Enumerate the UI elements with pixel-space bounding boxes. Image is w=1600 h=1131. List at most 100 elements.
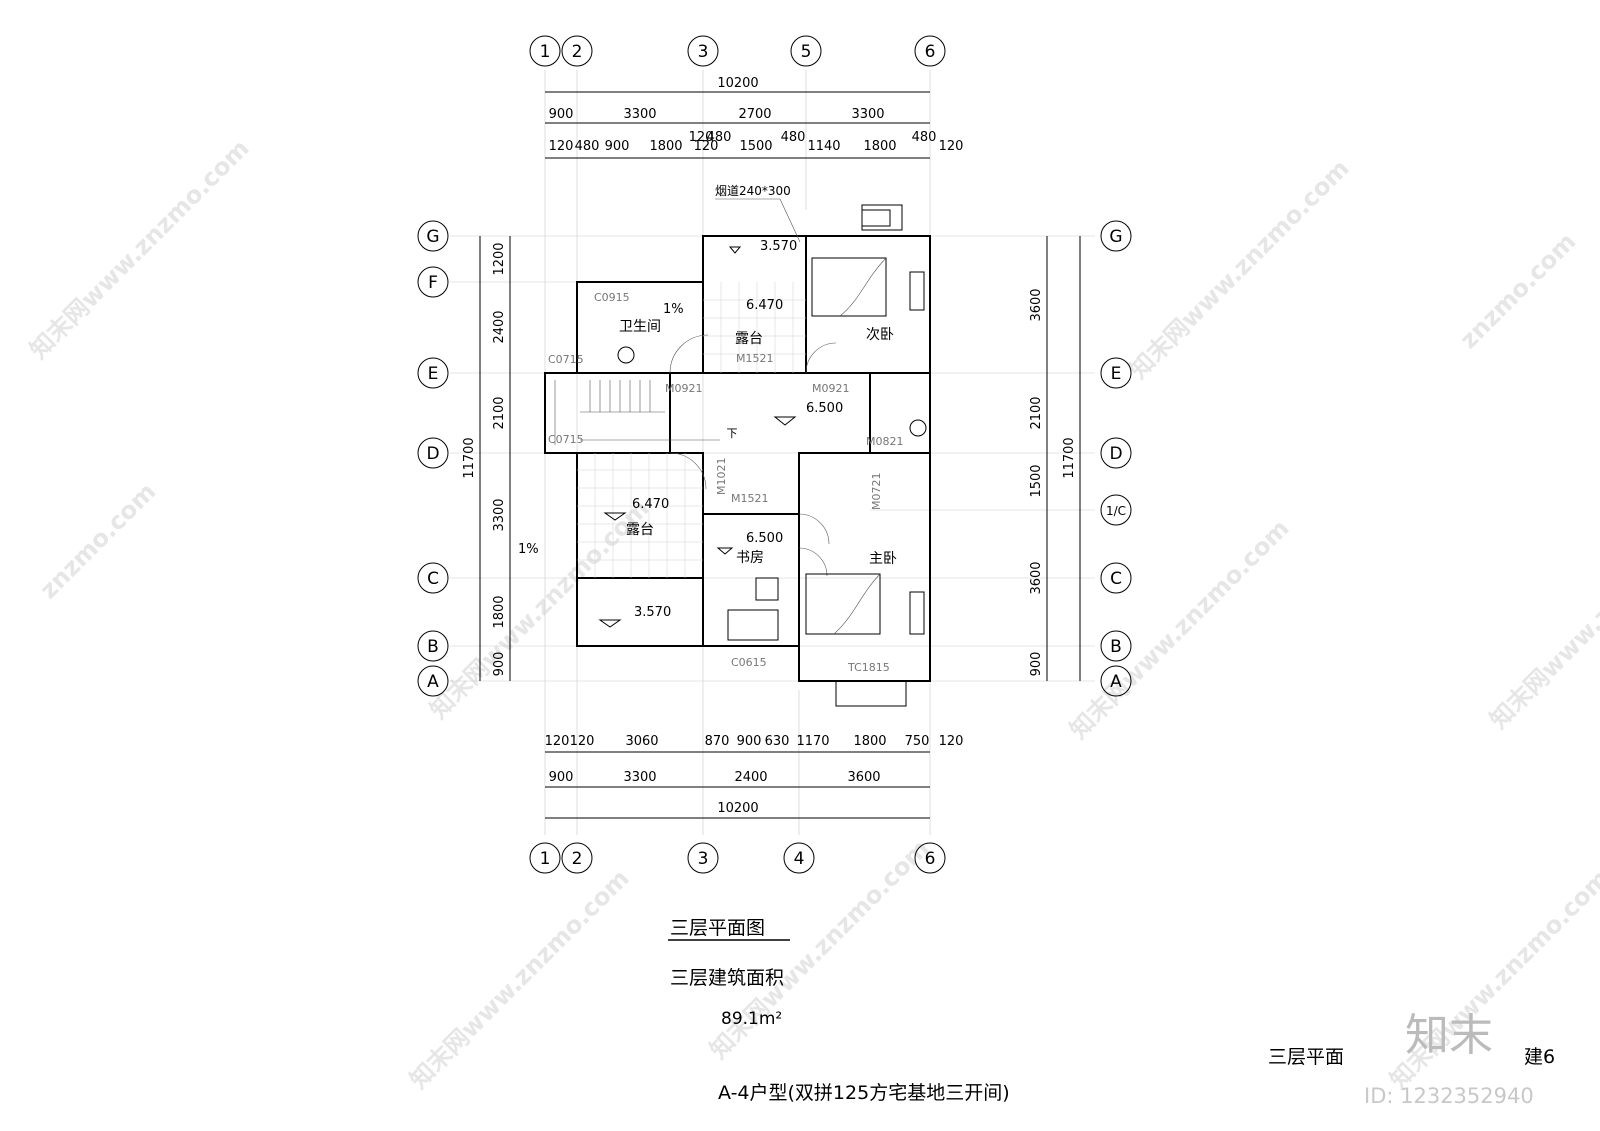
room-label-terrace: 露台 [626,522,654,538]
dim-text: 120 [939,139,964,154]
dim-text: 11700 [462,437,477,478]
dim-text: 900 [605,139,630,154]
study-chair [755,577,779,601]
door-code: M0921 [812,382,850,395]
bed-master [805,573,881,635]
dim-text: 120 [549,139,574,154]
axis-label-right: A [1110,672,1122,692]
dim-text: 1500 [1029,464,1044,497]
diag-watermark: 知末网www.znzmo.com [704,834,934,1064]
dim-text: 120 [689,130,714,145]
level-mark: 3.570 [634,605,671,620]
axis-label-right: E [1111,364,1122,384]
building-walls [544,204,931,707]
dim-text: 3600 [1029,288,1044,321]
area-label: 三层建筑面积 [670,967,784,989]
level-mark: 6.500 [806,401,843,416]
drawing-titles: 三层平面图 三层建筑面积 89.1m² 三层平面 建6 A-4户型(双拼125方… [668,917,1555,1104]
slope-mark: 1% [518,542,539,557]
room-label-second-bedroom: 次卧 [866,327,894,343]
level-mark: 6.470 [632,497,669,512]
dim-text: 900 [492,652,507,677]
axis-label-bottom: 4 [794,849,805,869]
axis-label-top: 1 [540,42,551,62]
wash-basin [617,346,635,364]
dim-text: 1140 [807,139,840,154]
dim-text: 900 [737,734,762,749]
dim-text: 1800 [492,595,507,628]
dim-text: 1200 [492,242,507,275]
axis-label-left: C [427,569,439,589]
dim-text: 480 [912,130,937,145]
axis-label-bottom: 1 [540,849,551,869]
door-code: M1021 [715,458,728,496]
axis-bubbles: 1 2 3 5 6 1 2 3 4 6 G F E D C B A G E D … [417,35,1132,874]
dim-text: 2400 [734,770,767,785]
dim-text: 900 [1029,652,1044,677]
dim-text: 750 [905,734,930,749]
window-code: C0715 [548,353,584,366]
brand-watermark: 知末 ID: 1232352940 [1364,1010,1534,1108]
room-labels: 卫生间 露台 次卧 主卧 露台 书房 下 [619,319,897,567]
axis-label-left: G [426,227,439,247]
axis-label-top: 5 [801,42,812,62]
diag-watermark: 知末网www.znzmo.com [1484,504,1600,734]
axis-label-left: D [426,444,439,464]
window-code: C0715 [548,433,584,446]
window-code: TC1815 [847,661,890,674]
dim-text: 11700 [1062,437,1077,478]
dim-text: 1500 [739,139,772,154]
window-code: C0915 [594,291,630,304]
dim-text: 2700 [738,107,771,122]
axis-label-bottom: 3 [698,849,709,869]
door-code: M0821 [866,435,904,448]
dim-text: 3300 [851,107,884,122]
dim-text: 1800 [863,139,896,154]
dim-text: 10200 [717,801,758,816]
axis-label-bottom: 2 [572,849,583,869]
dim-text: 870 [705,734,730,749]
diag-watermark: znzmo.com [1454,227,1581,354]
dim-text: 120 [570,734,595,749]
door-code: M1521 [731,492,769,505]
dim-text: 3300 [492,498,507,531]
window-code: C0615 [731,656,767,669]
dim-text: 10200 [717,76,758,91]
wardrobe-master [909,591,925,635]
opening-codes: 烟道240*300 M1521 M0921 M0921 M0821 M1021 … [548,184,904,674]
axis-label-left: B [427,637,439,657]
study-desk [727,609,779,641]
dim-text: 1800 [853,734,886,749]
door-code: M0921 [665,382,703,395]
room-label-study: 书房 [736,550,764,566]
dim-text: 2100 [1029,396,1044,429]
slope-mark: 1% [663,302,684,317]
dim-text: 120 [694,139,719,154]
axis-label-right: B [1110,637,1122,657]
dim-text: 1800 [649,139,682,154]
dimension-texts: 10200 900 3300 2700 3300 120 480 900 180… [462,76,1077,816]
level-mark: 6.470 [746,298,783,313]
axis-label-top: 6 [925,42,936,62]
dim-text: 3600 [847,770,880,785]
axis-label-right: 1/C [1106,504,1126,518]
dim-text: 2100 [492,396,507,429]
dim-text: 2400 [492,310,507,343]
room-label-terrace: 露台 [735,331,763,347]
stair-direction-label: 下 [727,427,738,440]
terrace-tiles [577,282,806,578]
axis-label-right: D [1109,444,1122,464]
axis-label-right: C [1110,569,1122,589]
brand-watermark-text: 知末 [1405,1010,1493,1061]
drawing-title: 三层平面图 [670,917,765,939]
axis-label-top: 2 [572,42,583,62]
level-mark: 6.500 [746,531,783,546]
axis-label-left: E [428,364,439,384]
door-code: M1521 [736,352,774,365]
room-label-master-bedroom: 主卧 [869,551,897,567]
axis-label-right: G [1109,227,1122,247]
diag-watermark: 知末网www.znzmo.com [424,494,654,724]
bed-second [811,257,887,317]
dim-text: 480 [707,130,732,145]
